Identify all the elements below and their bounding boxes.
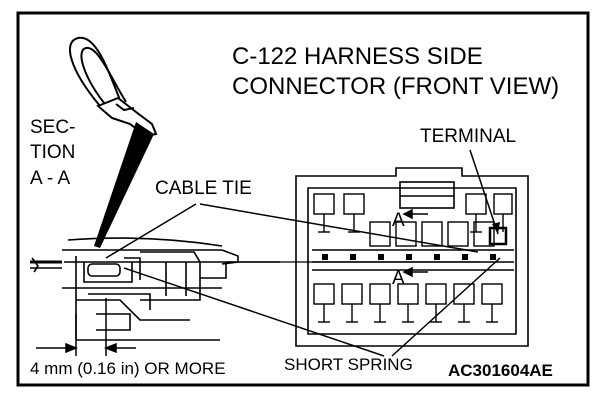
- section-mark-bottom: A: [392, 268, 405, 289]
- section-mark-top: A: [392, 210, 405, 231]
- terminal-leader: [469, 149, 499, 235]
- title-line1: C-122 HARNESS SIDE: [232, 43, 483, 70]
- terminal-mid-row: [369, 221, 508, 247]
- short-spring-label: SHORT SPRING: [284, 355, 413, 374]
- detail-cone: [94, 122, 154, 248]
- mid-band-slots: [322, 254, 496, 260]
- cable-tie-leader: [105, 203, 197, 259]
- terminal-top-2: [343, 193, 365, 233]
- section-arrows: [402, 208, 428, 278]
- section-label-line1: SEC-: [30, 117, 75, 138]
- terminal-top-1: [313, 193, 335, 233]
- section-label-line2: TION: [30, 142, 75, 163]
- terminal-bottom-row: [313, 283, 503, 323]
- short-spring-leader-right: [391, 257, 501, 357]
- title-line2: CONNECTOR (FRONT VIEW): [232, 73, 559, 100]
- cable-tie-illustration: [69, 36, 158, 138]
- cable-tie-leader-right: [199, 203, 479, 253]
- dimension-marker: [36, 298, 136, 356]
- figure-code: AC301604AE: [448, 361, 553, 380]
- dimension-label: 4 mm (0.16 in) OR MORE: [30, 359, 226, 378]
- short-spring-leader-left: [123, 267, 385, 357]
- terminal-label: TERMINAL: [420, 126, 516, 147]
- terminal-grid: [313, 193, 513, 323]
- cable-tie-label: CABLE TIE: [155, 178, 252, 199]
- section-drawing: [30, 237, 280, 341]
- terminal-arrowhead: [492, 222, 500, 234]
- section-label-line3: A - A: [30, 168, 70, 189]
- terminal-top-3: [465, 193, 487, 233]
- figure-border: [16, 11, 590, 387]
